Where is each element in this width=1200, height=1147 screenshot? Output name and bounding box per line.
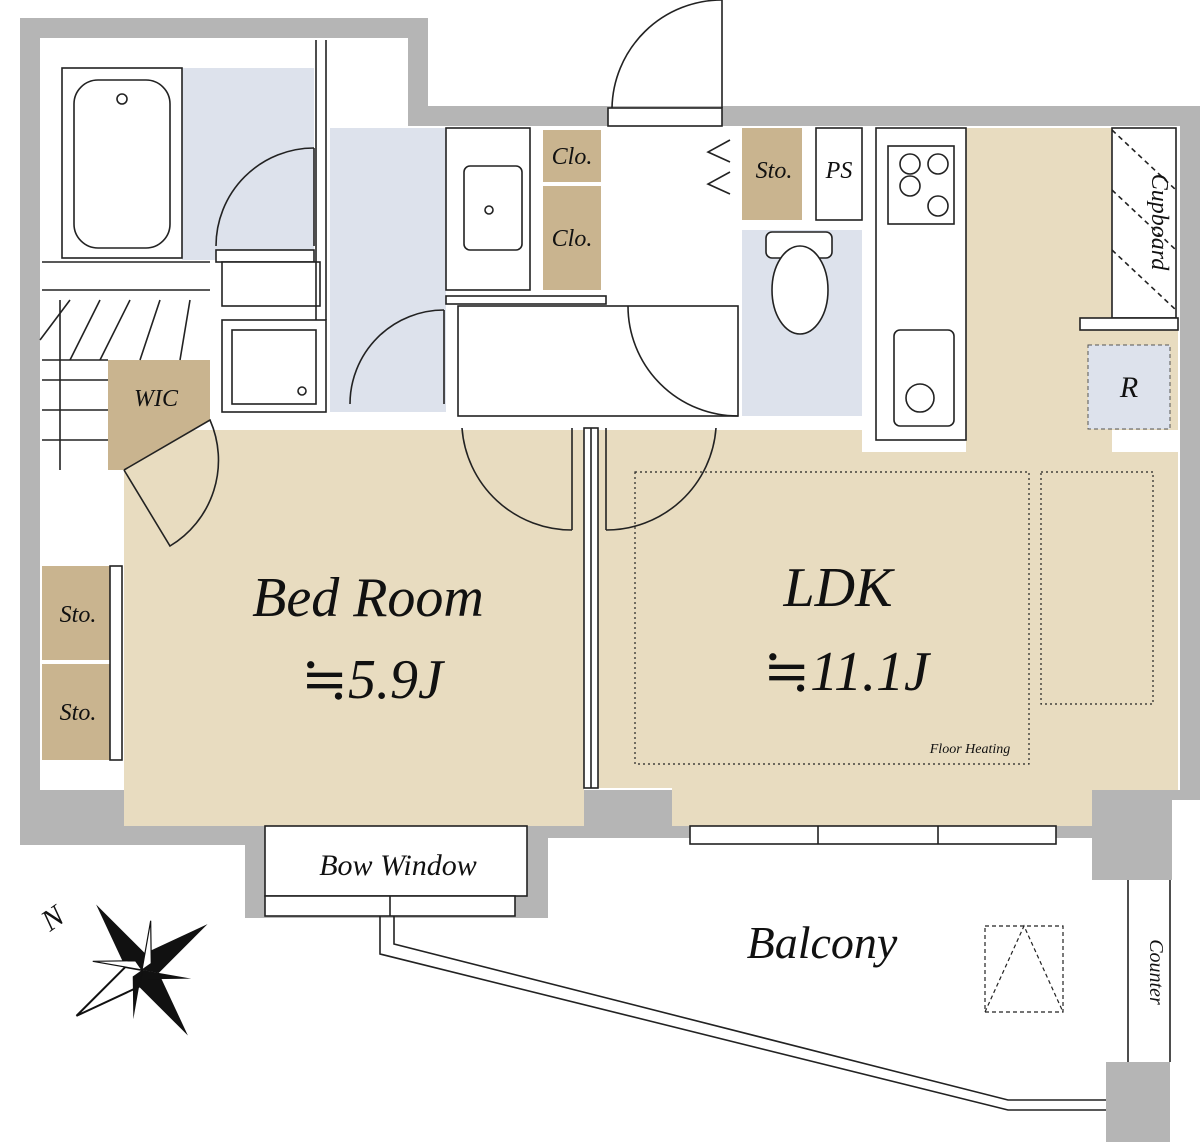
ldk-floor (598, 430, 1178, 826)
fixtures (39, 0, 1179, 1111)
hallway-floor (600, 128, 730, 298)
toilet-bowl (771, 245, 829, 335)
compass-rose: N (34, 898, 208, 1036)
storage-top-label: Sto. (756, 158, 793, 184)
balcony-label: Balcony (747, 917, 898, 968)
bow-window-label: Bow Window (319, 849, 477, 882)
room-fills (124, 128, 1178, 826)
bedroom-name: Bed Room (252, 567, 484, 629)
wic-label: WIC (134, 386, 179, 412)
storage-left-1-label: Sto. (60, 602, 97, 628)
closet-2-label: Clo. (552, 226, 593, 252)
bedroom-floor (124, 430, 584, 826)
refrigerator-space (1087, 344, 1171, 430)
washing-machine (221, 319, 327, 413)
labels: Bed Room ≒5.9J LDK ≒11.1J WIC Clo. Clo. … (60, 144, 1172, 1005)
ps-label: PS (825, 158, 853, 184)
storage-left-2-label: Sto. (60, 700, 97, 726)
washroom-floor (330, 128, 446, 412)
compass-north-label: N (34, 898, 72, 938)
kitchen-floor (966, 128, 1112, 454)
counter-label: Counter (1145, 939, 1167, 1005)
ldk-name: LDK (783, 557, 896, 619)
compass-icon (75, 904, 208, 1036)
floor-heating-label: Floor Heating (929, 742, 1011, 757)
bow-window (264, 825, 528, 897)
cupboard-label: Cupboard (1146, 174, 1172, 271)
bathroom-floor (182, 68, 314, 260)
refrigerator-label: R (1119, 371, 1138, 404)
closet-1-label: Clo. (552, 144, 593, 170)
storage-blocks (42, 128, 802, 760)
bedroom-area: ≒5.9J (301, 649, 446, 711)
ldk-area: ≒11.1J (763, 641, 932, 703)
